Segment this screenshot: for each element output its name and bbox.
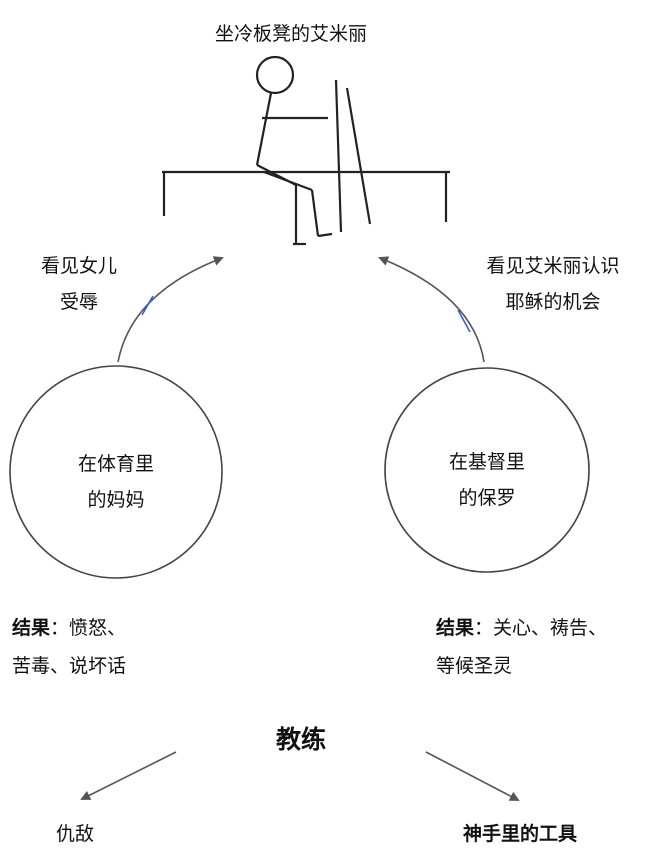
right-circle — [384, 367, 590, 573]
arrow-to-enemy — [80, 751, 177, 800]
left-result-text1: ：愤怒、 — [50, 617, 127, 639]
right-arrow-label-line1: 看见艾米丽认识 — [486, 255, 620, 277]
coach-label: 教练 — [275, 725, 326, 754]
left-curved-arrow — [117, 256, 224, 363]
right-arrow-accent — [457, 309, 471, 333]
right-result-line1: 结果：关心、祷告、 — [436, 610, 607, 646]
left-arrow-label-line2: 受辱 — [59, 291, 98, 313]
tool-label: 神手里的工具 — [462, 823, 577, 845]
left-result-heading: 结果 — [12, 617, 51, 639]
left-circle-line1: 在体育里 — [77, 453, 154, 475]
left-result-line2: 苦毒、说坏话 — [12, 655, 127, 677]
left-arrow-label-line1: 看见女儿 — [40, 255, 117, 277]
chair-back — [334, 79, 372, 233]
arrow-to-tool — [425, 751, 520, 801]
right-result-line2: 等候圣灵 — [436, 655, 513, 677]
diagram-title: 坐冷板凳的艾米丽 — [214, 23, 367, 45]
left-circle-line2: 的妈妈 — [87, 489, 145, 511]
left-arrow-accent — [141, 295, 154, 316]
right-circle-line2: 的保罗 — [458, 487, 516, 509]
bench — [162, 170, 450, 222]
left-circle — [9, 365, 223, 579]
right-curved-arrow — [378, 256, 485, 363]
right-result-heading: 结果 — [436, 617, 475, 639]
right-result-text1: ：关心、祷告、 — [474, 617, 608, 639]
right-arrow-label-line2: 耶稣的机会 — [505, 291, 601, 313]
right-circle-line1: 在基督里 — [448, 451, 525, 473]
left-result-line1: 结果：愤怒、 — [12, 610, 126, 646]
stick-figure-icon — [255, 55, 333, 246]
enemy-label: 仇敌 — [55, 823, 94, 845]
